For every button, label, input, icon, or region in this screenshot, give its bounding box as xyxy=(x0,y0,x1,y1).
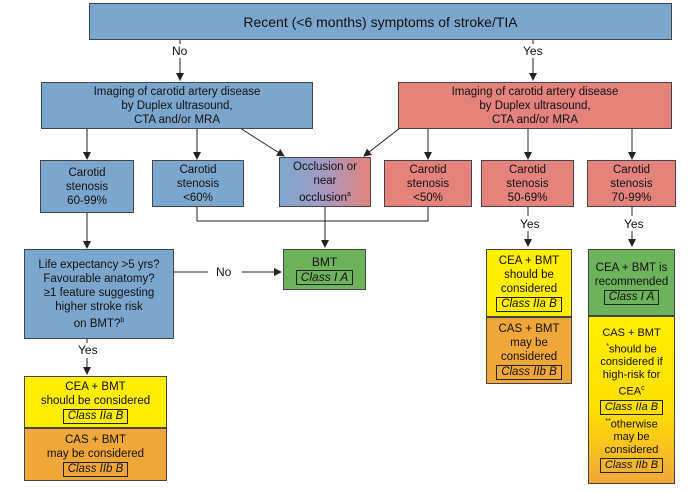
title-box: Recent (<6 months) symptoms of stroke/TI… xyxy=(89,3,672,40)
rec-line: CAS + BMT xyxy=(64,433,127,446)
left-cas-box: CAS + BMT may be considered Class IIb B xyxy=(24,428,167,481)
class-badge: Class I A xyxy=(603,289,660,305)
imaging-line3: CTA and/or MRA xyxy=(133,113,221,126)
imaging-line2: by Duplex ultrasound, xyxy=(121,99,233,112)
stenosis-line: stenosis xyxy=(506,177,549,190)
class-badge: Class IIa B xyxy=(496,297,562,312)
rec-line: **otherwise xyxy=(605,415,658,432)
question-line: Favourable anatomy? xyxy=(43,272,155,285)
stenosis-line: Carotid xyxy=(508,163,547,176)
occlusion-line: near xyxy=(313,174,337,187)
stenosis-50-69-box: Carotid stenosis 50-69% xyxy=(481,160,574,207)
rec-line: considered xyxy=(604,444,659,457)
star-marker: ** xyxy=(605,417,611,425)
no-label: No xyxy=(170,44,190,58)
imaging-line1: Imaging of carotid artery disease xyxy=(93,85,261,98)
imaging-line2: by Duplex ultrasound, xyxy=(479,99,591,112)
rec-line: may be considered xyxy=(46,447,145,460)
rec-line: should be xyxy=(504,269,554,281)
rec-line: may be xyxy=(510,336,548,349)
rec-line: considered if xyxy=(600,356,663,369)
class-badge: Class I A xyxy=(295,269,354,285)
stenosis-line: stenosis xyxy=(176,177,220,190)
rec-line: considered xyxy=(500,350,558,363)
right-cas-box: CAS + BMT *should be considered if high-… xyxy=(588,316,675,484)
rec-line: recommended xyxy=(594,275,669,288)
footnote-a: a xyxy=(347,190,351,198)
imaging-line1: Imaging of carotid artery disease xyxy=(451,85,619,98)
page-title: Recent (<6 months) symptoms of stroke/TI… xyxy=(243,13,518,30)
question-line: ≥1 feature suggesting xyxy=(43,286,155,299)
stenosis-60-99-box: Carotid stenosis 60-99% xyxy=(40,160,134,213)
occlusion-box: Occlusion or near occlusiona xyxy=(279,157,371,207)
rec-line: high-risk for xyxy=(602,369,661,382)
class-badge: Class IIa B xyxy=(599,399,664,415)
yes-label: Yes xyxy=(518,217,542,231)
rec-line: CEA + BMT xyxy=(65,381,126,393)
criteria-question-box: Life expectancy >5 yrs? Favourable anato… xyxy=(24,249,174,339)
stenosis-line: <50% xyxy=(413,191,443,204)
stenosis-line: Carotid xyxy=(68,166,106,179)
occlusion-line: occlusiona xyxy=(299,188,351,205)
class-badge: Class IIb B xyxy=(496,364,562,380)
rec-text: otherwise xyxy=(610,418,658,431)
star-marker: * xyxy=(606,342,609,350)
yes-label: Yes xyxy=(76,343,100,357)
stenosis-lt50-box: Carotid stenosis <50% xyxy=(384,160,472,207)
mid-cas-box: CAS + BMT may be considered Class IIb B xyxy=(486,317,572,384)
imaging-line3: CTA and/or MRA xyxy=(491,113,579,126)
stenosis-line: Carotid xyxy=(179,163,217,176)
stenosis-70-99-box: Carotid stenosis 70-99% xyxy=(587,160,676,207)
rec-line: should be considered xyxy=(40,395,151,407)
rec-line: considered xyxy=(500,283,558,295)
imaging-box-yes: Imaging of carotid artery disease by Dup… xyxy=(398,82,672,129)
rec-line: *should be xyxy=(606,340,656,357)
question-line: higher stroke risk xyxy=(55,300,143,313)
stenosis-line: stenosis xyxy=(406,177,450,190)
right-cea-box: CEA + BMT is recommended Class I A xyxy=(588,249,675,316)
footnote-b: b xyxy=(120,316,125,324)
left-cea-box: CEA + BMT should be considered Class IIa… xyxy=(24,376,167,428)
stenosis-line: 50-69% xyxy=(507,191,548,204)
imaging-box-no: Imaging of carotid artery disease by Dup… xyxy=(41,82,313,129)
stenosis-line: Carotid xyxy=(409,163,447,176)
occlusion-line: Occlusion or xyxy=(293,160,357,173)
stenosis-line: Carotid xyxy=(612,163,651,176)
stenosis-line: stenosis xyxy=(65,180,109,193)
rec-line: may be xyxy=(613,431,650,444)
question-line: Life expectancy >5 yrs? xyxy=(38,258,160,271)
occlusion-text: occlusion xyxy=(299,191,348,204)
rec-text: CEA xyxy=(618,385,642,398)
rec-text: should be xyxy=(609,343,657,356)
rec-line: CEA + BMT xyxy=(498,255,560,267)
bmt-box: BMT Class I A xyxy=(283,249,366,290)
rec-line: CAS + BMT xyxy=(602,326,661,339)
no-label: No xyxy=(214,265,234,279)
stenosis-line: 60-99% xyxy=(67,194,107,207)
mid-cea-box: CEA + BMT should be considered Class IIa… xyxy=(486,249,572,317)
class-badge: Class IIb B xyxy=(62,461,129,477)
class-badge: Class IIa B xyxy=(62,409,129,424)
rec-line: CAS + BMT xyxy=(498,322,560,335)
rec-line: CEAc xyxy=(618,382,644,399)
rec-line: CEA + BMT is xyxy=(595,261,668,274)
footnote-c: c xyxy=(641,385,645,393)
question-text: on BMT? xyxy=(73,317,121,330)
stenosis-line: <60% xyxy=(183,191,213,204)
bmt-label: BMT xyxy=(311,254,338,269)
stenosis-line: stenosis xyxy=(610,177,653,190)
class-badge: Class IIb B xyxy=(599,458,664,474)
stenosis-line: 70-99% xyxy=(611,191,652,204)
question-line: on BMT?b xyxy=(74,314,125,331)
yes-label: Yes xyxy=(622,217,646,231)
yes-label: Yes xyxy=(521,44,545,58)
stenosis-lt60-box: Carotid stenosis <60% xyxy=(152,160,244,207)
